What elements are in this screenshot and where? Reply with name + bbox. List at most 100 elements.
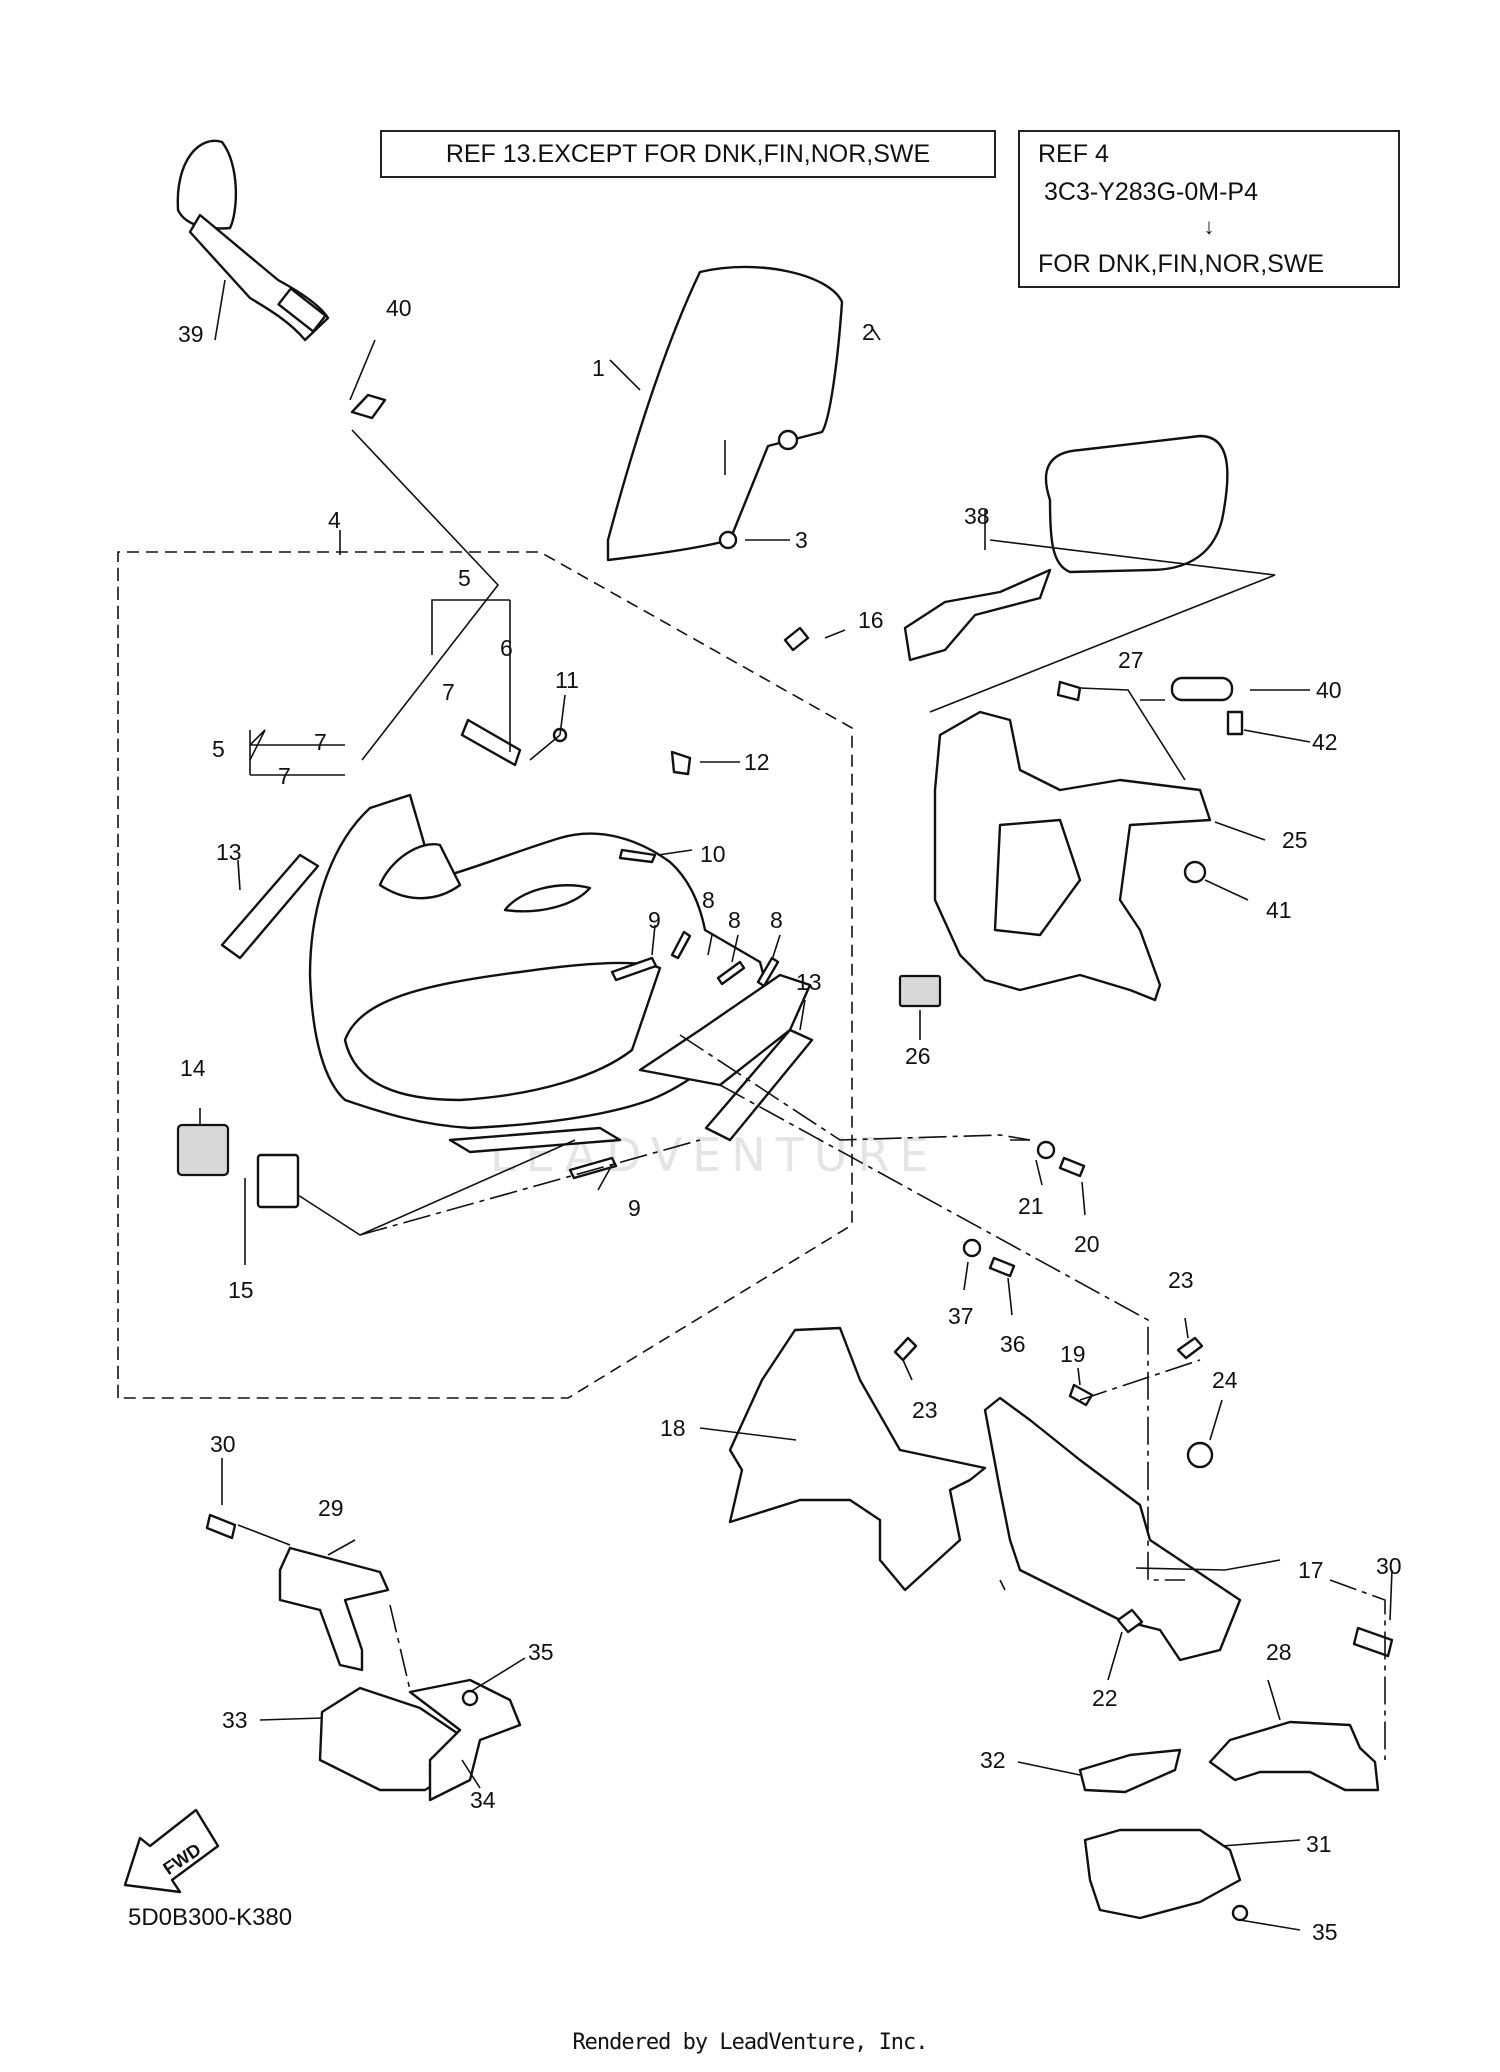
bracket-part-29 [278,1546,390,1672]
bolt-part-36 [988,1256,1016,1278]
mirror-right-part-38 [903,434,1229,662]
callout-10: 10 [700,841,726,867]
callout-14: 14 [180,1055,206,1081]
callout-15: 15 [228,1277,254,1303]
inner-panel-part-17 [983,1396,1242,1662]
plate-part-40-left [350,393,387,420]
callout-4: 4 [328,507,341,533]
callout-1: 1 [592,355,605,381]
bolt-part-23-right [1176,1336,1204,1360]
bolt-part-19 [1068,1383,1094,1407]
damper-part-8a [670,930,692,960]
screw-part-16 [783,626,810,652]
screw-part-35-right [1231,1904,1249,1922]
mirror-left-part-39 [176,139,330,342]
washer-part-21 [1036,1140,1056,1160]
callout-33: 33 [222,1707,248,1733]
decal-part-13-left [220,853,320,960]
fwd-arrow-icon: FWD [123,1808,220,1894]
callout-13-right: 13 [796,969,822,995]
callout-8-a: 8 [702,887,715,913]
callout-40-right: 40 [1316,677,1342,703]
bracket-part-28 [1208,1720,1380,1792]
callout-35-right: 35 [1312,1919,1338,1945]
callout-9-a: 9 [648,907,661,933]
render-credit: Rendered by LeadVenture, Inc. [572,2030,928,2055]
front-cowling [308,793,812,1154]
callout-24: 24 [1212,1367,1238,1393]
ref4-note-box: REF 4 3C3-Y283G-0M-P4 ↓ FOR DNK,FIN,NOR,… [1018,130,1400,288]
callout-13-left: 13 [216,839,242,865]
windshield-part-1 [606,265,844,562]
callout-7-c: 7 [278,763,291,789]
callout-41: 41 [1266,897,1292,923]
callout-30-left: 30 [210,1431,236,1457]
panel-part-31 [1083,1828,1242,1920]
collar-part-42 [1226,710,1244,736]
diagram-code: 5D0B300-K380 [128,1904,293,1931]
nut-part-12 [670,750,692,776]
bolt-part-23-left [893,1336,918,1362]
callouts: 1 2 3 4 5 5 6 7 7 7 8 8 8 9 9 10 11 12 1… [178,295,1402,1945]
callout-32: 32 [980,1747,1006,1773]
ref4-title: REF 4 [1038,140,1109,168]
callout-23-right: 23 [1168,1267,1194,1293]
screw-part-35-left [461,1689,479,1707]
callout-18: 18 [660,1415,686,1441]
callout-35-left: 35 [528,1639,554,1665]
callout-17: 17 [1298,1557,1324,1583]
callout-12: 12 [744,749,770,775]
duct-part-6 [460,718,522,767]
callout-7-b: 7 [314,729,327,755]
meter-part-14 [176,1123,230,1177]
washer-part-37 [962,1238,982,1258]
callout-31: 31 [1306,1831,1332,1857]
damper-part-10 [618,848,657,864]
callout-29: 29 [318,1495,344,1521]
callout-2: 2 [862,319,875,345]
callout-27: 27 [1118,647,1144,673]
callout-40-left: 40 [386,295,412,321]
callout-36: 36 [1000,1331,1026,1357]
callout-26: 26 [905,1043,931,1069]
bolt-part-20 [1058,1156,1086,1178]
callout-22: 22 [1092,1685,1118,1711]
callout-5-lower: 5 [212,736,225,762]
stay-bracket-part-25 [933,710,1212,1002]
callout-21: 21 [1018,1193,1044,1219]
callout-37: 37 [948,1303,974,1329]
callout-3: 3 [795,527,808,553]
callout-11: 11 [555,667,579,693]
panel-part-34 [408,1678,522,1802]
decal-part-13-right [704,1028,814,1142]
callout-25: 25 [1282,827,1308,853]
callout-30-right: 30 [1376,1553,1402,1579]
plate-part-40-right [1170,676,1234,702]
panel-part-32 [1078,1748,1182,1794]
callout-9-b: 9 [628,1195,641,1221]
ref13-note-box: REF 13.EXCEPT FOR DNK,FIN,NOR,SWE [380,130,996,178]
ref4-region: FOR DNK,FIN,NOR,SWE [1038,250,1325,278]
callout-39: 39 [178,321,204,347]
bolt-part-30-right [1352,1626,1394,1658]
inner-panel-part-18 [728,1326,987,1592]
callout-7-a: 7 [442,679,455,705]
ref4-part-number: 3C3-Y283G-0M-P4 [1044,178,1258,206]
ref13-note-text: REF 13.EXCEPT FOR DNK,FIN,NOR,SWE [445,140,931,168]
damper-part-8b [716,960,746,986]
bolt-part-30-left [205,1513,237,1540]
collar-part-24 [1186,1441,1214,1469]
ref4-arrow-icon: ↓ [1203,214,1215,239]
callout-20: 20 [1074,1231,1100,1257]
callout-42: 42 [1312,729,1338,755]
damper-part-8c [756,956,780,988]
callout-5-upper: 5 [458,565,471,591]
callout-38: 38 [964,503,990,529]
callout-6: 6 [500,635,513,661]
chain-lines [359,1034,1386,1760]
nut-part-41 [1183,860,1207,884]
callout-34: 34 [470,1787,496,1813]
callout-28: 28 [1266,1639,1292,1665]
nut-part-22 [1116,1608,1144,1634]
